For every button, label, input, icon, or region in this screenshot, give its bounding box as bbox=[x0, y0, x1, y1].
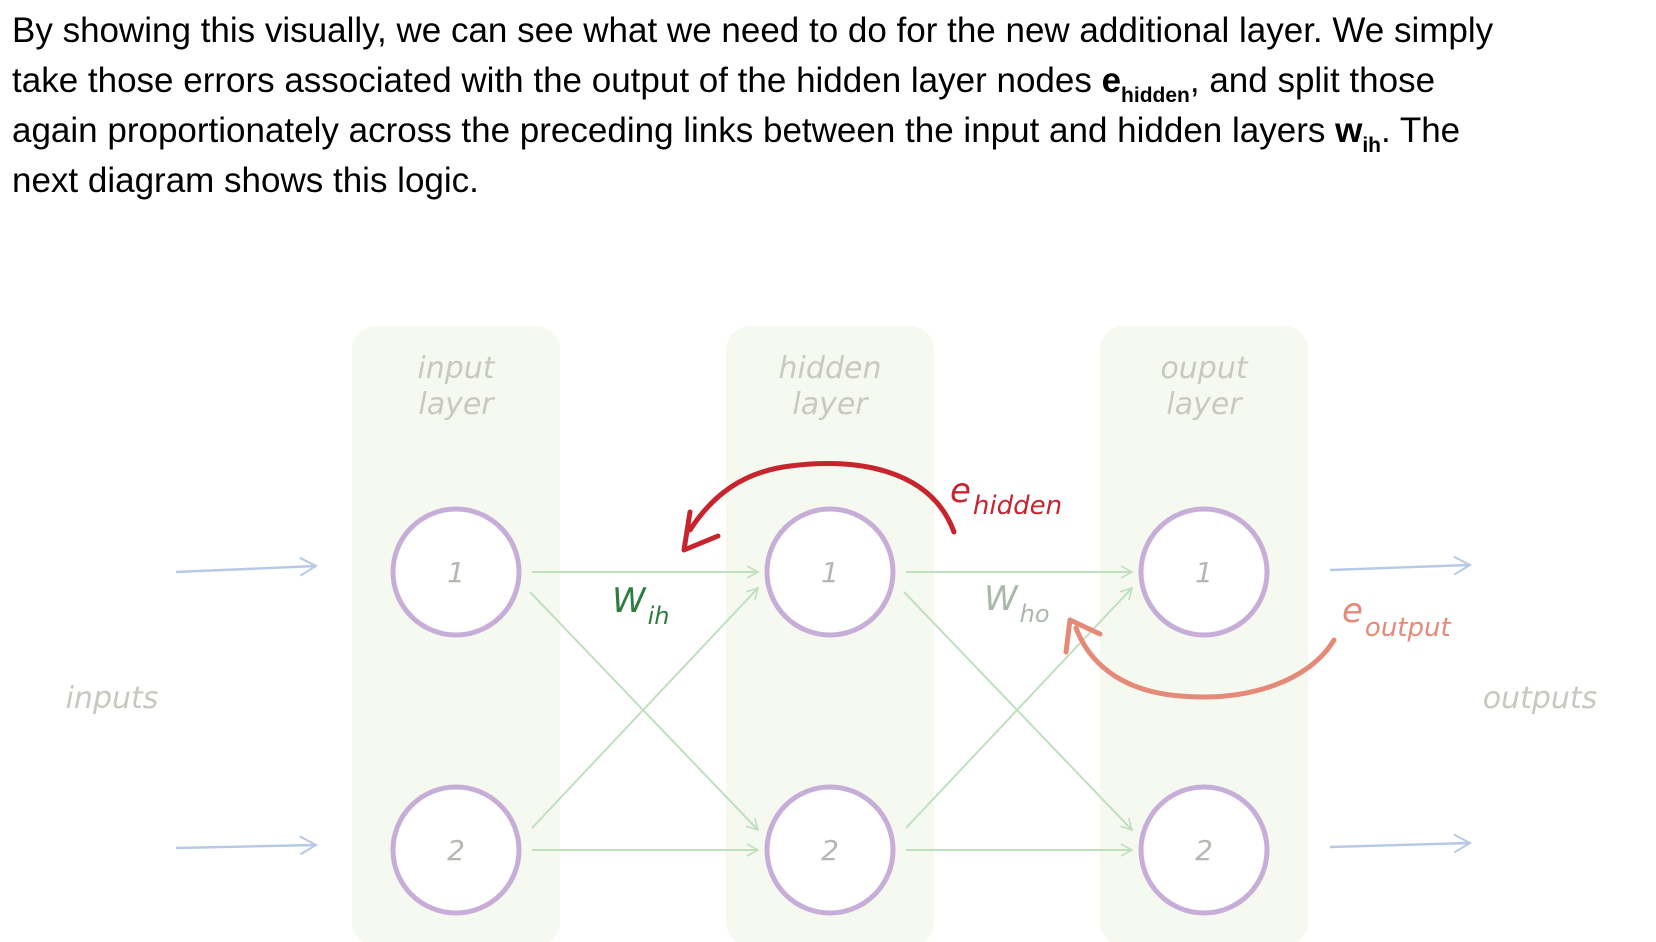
paragraph-line-4: next diagram shows this logic. bbox=[12, 161, 479, 200]
w-ih-label: Wih bbox=[612, 581, 670, 630]
e-hidden-subscript: hidden bbox=[1121, 84, 1190, 107]
input-node-2 bbox=[390, 784, 522, 916]
e-hidden-main: e bbox=[950, 471, 971, 511]
link-hidden1-output2 bbox=[903, 591, 1134, 832]
w-ho-main: W bbox=[984, 579, 1019, 619]
paragraph-line-3: again proportionately across the precedi… bbox=[12, 106, 1652, 156]
output-arrow-2 bbox=[1329, 843, 1470, 847]
hidden-layer-title-line-2: layer bbox=[792, 387, 869, 422]
e-output-main: e bbox=[1342, 591, 1363, 631]
input-layer-title-line-2: layer bbox=[418, 387, 495, 422]
e-hidden-sub: hidden bbox=[973, 491, 1062, 521]
output-layer-title-line-1: ouput bbox=[1160, 351, 1248, 386]
link-hidden2-output1 bbox=[905, 586, 1134, 829]
hidden-node-1-label: 1 bbox=[821, 556, 839, 589]
input-arrow-2 bbox=[175, 845, 316, 848]
e-hidden-arrow bbox=[687, 460, 957, 535]
hidden-node-2-label: 2 bbox=[821, 834, 839, 867]
paragraph-line-1: By showing this visually, we can see wha… bbox=[12, 11, 1494, 50]
w-ho-sub: ho bbox=[1020, 600, 1050, 628]
input-node-2-label: 2 bbox=[447, 834, 465, 867]
output-node-1 bbox=[1138, 506, 1270, 638]
w-ih-sub: ih bbox=[648, 602, 670, 630]
e-output-sub: output bbox=[1365, 613, 1452, 643]
output-arrow-1 bbox=[1329, 565, 1470, 570]
line-2-text-before: take those errors associated with the ou… bbox=[12, 61, 1102, 100]
w-ho-label: Who bbox=[984, 579, 1050, 628]
link-input2-hidden1 bbox=[531, 586, 760, 829]
input-node-1 bbox=[390, 506, 522, 638]
output-node-2 bbox=[1138, 784, 1270, 916]
paragraph-line-2: take those errors associated with the ou… bbox=[12, 56, 1652, 106]
hidden-node-2 bbox=[764, 784, 896, 916]
w-ih-subscript: ih bbox=[1362, 134, 1381, 157]
hidden-layer-title-line-1: hidden bbox=[779, 351, 882, 386]
line-3-text-before: again proportionately across the precedi… bbox=[12, 111, 1336, 150]
e-output-arrow bbox=[1073, 625, 1337, 700]
e-hidden-symbol: e bbox=[1101, 61, 1122, 100]
input-layer-title-line-1: input bbox=[417, 351, 495, 386]
body-paragraph: By showing this visually, we can see wha… bbox=[12, 6, 1652, 206]
output-node-2-label: 2 bbox=[1195, 834, 1213, 867]
w-ih-main: W bbox=[612, 581, 647, 621]
w-ih-symbol: w bbox=[1335, 111, 1363, 150]
input-arrow-1 bbox=[175, 566, 316, 572]
outputs-label: outputs bbox=[1483, 681, 1598, 716]
inputs-label: inputs bbox=[66, 681, 159, 716]
line-2-text-after: , and split those bbox=[1189, 61, 1436, 100]
line-3-text-after: . The bbox=[1381, 111, 1461, 150]
e-hidden-label: ehidden bbox=[950, 471, 1062, 521]
e-output-label: eoutput bbox=[1342, 591, 1451, 643]
hidden-node-1 bbox=[764, 506, 896, 638]
e-hidden-arrowhead bbox=[681, 509, 721, 553]
output-node-1-label: 1 bbox=[1195, 556, 1213, 589]
e-output-arrowhead bbox=[1063, 617, 1103, 655]
input-node-1-label: 1 bbox=[447, 556, 465, 589]
output-layer-title-line-2: layer bbox=[1166, 387, 1243, 422]
link-input1-hidden2 bbox=[529, 591, 760, 832]
